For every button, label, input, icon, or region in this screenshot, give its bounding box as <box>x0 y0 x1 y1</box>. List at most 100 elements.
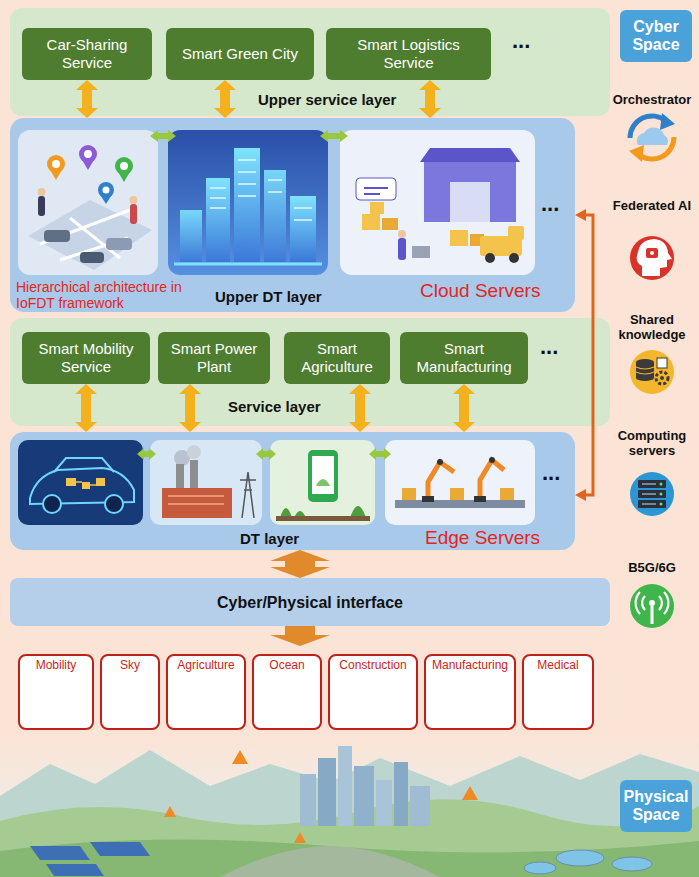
orchestrator-icon <box>629 113 675 162</box>
drawing-part <box>96 478 105 486</box>
drawing-part <box>0 732 699 877</box>
drawing-part <box>630 236 674 280</box>
service-box: Smart Mobility Service <box>22 332 150 384</box>
box-text: Ocean <box>269 658 304 672</box>
drawing-part <box>646 248 658 258</box>
device-box: Mobility <box>18 654 94 730</box>
drawing-part <box>300 774 316 826</box>
drawing-part <box>150 440 262 525</box>
service-box: Smart Agriculture <box>284 332 390 384</box>
box-text: Smart Green City <box>182 45 298 63</box>
shared-knowledge-icon <box>630 350 674 394</box>
arrow-head <box>575 209 586 221</box>
box-text: Smart Manufacturing <box>406 340 522 376</box>
band-title: Service layer <box>228 398 321 415</box>
box-text: Smart Agriculture <box>290 340 384 376</box>
drawing-part <box>642 484 656 504</box>
drawing-part <box>437 459 443 465</box>
drawing-part <box>320 130 348 142</box>
side-label: Computing servers <box>612 428 692 458</box>
green-link-arrows <box>150 130 348 142</box>
drawing-part <box>630 584 674 628</box>
drawing-part <box>660 376 664 380</box>
arrow-body <box>419 80 441 118</box>
drawing-part <box>450 182 490 222</box>
side-label: Orchestrator <box>612 92 692 107</box>
drawing-part <box>46 864 104 876</box>
arrow-body <box>75 384 97 432</box>
drawing-part <box>364 188 388 194</box>
double-arrow <box>214 80 236 118</box>
drawing-part <box>420 148 520 162</box>
side-label: B5G/6G <box>612 560 692 575</box>
box-text: Cyber/Physical interface <box>217 593 403 612</box>
drawing-part <box>489 457 495 463</box>
side-label: Federated AI <box>612 198 692 213</box>
drawing-part <box>424 162 516 222</box>
double-arrow <box>270 550 330 578</box>
drawing-part <box>649 600 655 606</box>
drawing-part <box>234 148 260 262</box>
drawing-part <box>410 786 430 826</box>
drawing-part <box>385 440 535 525</box>
drawing-part <box>657 358 667 368</box>
drawing-part <box>28 200 152 270</box>
drawing-part <box>395 500 525 508</box>
band-title: Upper DT layer <box>215 288 322 305</box>
drawing-part <box>0 840 699 877</box>
device-box: Construction <box>328 654 418 730</box>
drawing-part <box>270 440 375 525</box>
manufacturing-picture <box>385 440 535 525</box>
drawing-part <box>120 162 128 170</box>
arrow-body <box>214 80 236 118</box>
drawing-part <box>180 210 202 262</box>
drawing-part <box>30 846 90 860</box>
drawing-part <box>509 253 519 263</box>
car-twin-picture <box>18 440 143 525</box>
drawing-part <box>82 482 90 489</box>
drawing-part <box>264 170 286 262</box>
double-arrow <box>349 384 371 432</box>
arrow-body <box>453 384 475 432</box>
drawing-part <box>630 350 674 394</box>
drawing-part <box>398 238 406 260</box>
drawing-part <box>556 850 604 866</box>
drawing-part <box>636 367 654 374</box>
drawing-part <box>382 218 398 230</box>
drawing-part <box>450 488 464 500</box>
device-box: Manufacturing <box>424 654 516 730</box>
drawing-part <box>168 130 328 275</box>
device-box: Ocean <box>252 654 322 730</box>
service-box: Smart Logistics Service <box>326 28 491 80</box>
service-box: Car-Sharing Service <box>22 28 152 80</box>
drawing-part <box>412 246 430 258</box>
drawing-part <box>356 178 396 200</box>
drawing-part <box>240 472 256 518</box>
agriculture-picture <box>270 440 375 525</box>
landscape <box>0 732 699 877</box>
physical-space-region: Physical SpaceMobilitySkyAgricultureOcea… <box>0 646 699 877</box>
drawing-part <box>500 488 514 500</box>
arrow-body <box>76 80 98 118</box>
drawing-part <box>422 496 434 502</box>
double-arrow <box>270 626 330 646</box>
drawing-part <box>650 251 654 255</box>
drawing-part <box>168 496 224 504</box>
drawing-part <box>629 145 644 162</box>
double-arrow <box>75 384 97 432</box>
drawing-part <box>318 758 336 826</box>
drawing-part <box>81 158 95 170</box>
band-title: DT layer <box>240 530 299 547</box>
drawing-part <box>312 456 334 494</box>
drawing-part <box>43 495 61 513</box>
device-box: Medical <box>522 654 594 730</box>
drawing-part <box>137 448 156 460</box>
framework-note: Hierarchical architecture in IoFDT frame… <box>16 279 184 311</box>
arrow-body <box>349 384 371 432</box>
drawing-part <box>18 130 158 275</box>
service-layer-band: Service layer Smart Mobility Service Smart… <box>10 318 610 426</box>
computing-server-icon <box>630 472 674 516</box>
drawing-part <box>485 253 495 263</box>
